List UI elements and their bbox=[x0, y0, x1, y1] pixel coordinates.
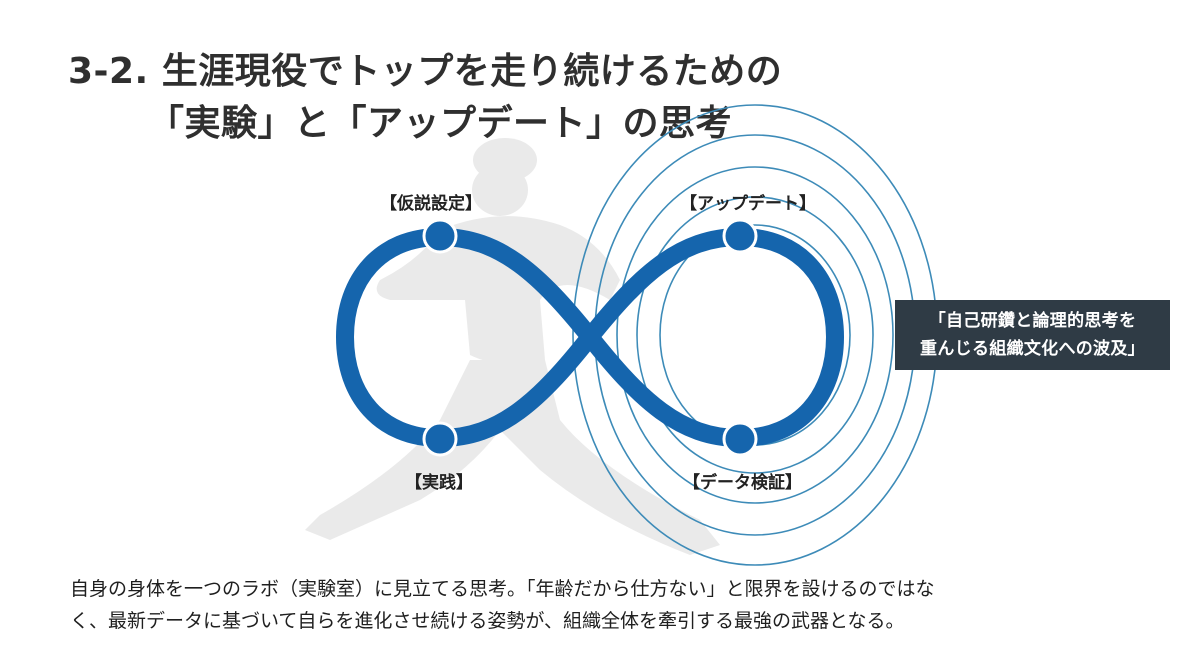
ripple-ring-3 bbox=[616, 166, 894, 504]
label-update: 【アップデート】 bbox=[680, 194, 816, 214]
caption-line-1: 自身の身体を一つのラボ（実験室）に見立てる思考。「年齢だから仕方ない」と限界を設… bbox=[70, 578, 935, 600]
culture-callout: 「自己研鑽と論理的思考を 重んじる組織文化への波及」 bbox=[895, 300, 1170, 370]
title-line-2: 「実験」と「アップデート」の思考 bbox=[148, 103, 733, 144]
page-title: 3-2. 生涯現役でトップを走り続けるための 「実験」と「アップデート」の思考 bbox=[68, 46, 782, 150]
node-practice bbox=[422, 421, 458, 457]
ripple-ring-1 bbox=[659, 224, 851, 446]
label-verification: 【データ検証】 bbox=[683, 473, 802, 493]
ripple-ring-2 bbox=[636, 196, 874, 474]
callout-line-2: 重んじる組織文化への波及」 bbox=[920, 339, 1145, 359]
label-practice: 【実践】 bbox=[405, 473, 473, 493]
caption-text: 自身の身体を一つのラボ（実験室）に見立てる思考。「年齢だから仕方ない」と限界を設… bbox=[70, 573, 1150, 637]
node-update bbox=[722, 218, 758, 254]
label-hypothesis: 【仮説設定】 bbox=[380, 194, 482, 214]
pitcher-silhouette-image bbox=[305, 138, 720, 555]
title-line-1: 3-2. 生涯現役でトップを走り続けるための bbox=[68, 51, 783, 92]
node-verification bbox=[722, 421, 758, 457]
callout-line-1: 「自己研鑽と論理的思考を bbox=[928, 311, 1137, 331]
node-hypothesis bbox=[422, 218, 458, 254]
caption-line-2: く、最新データに基づいて自らを進化させ続ける姿勢が、組織全体を牽引する最強の武器… bbox=[70, 610, 905, 632]
